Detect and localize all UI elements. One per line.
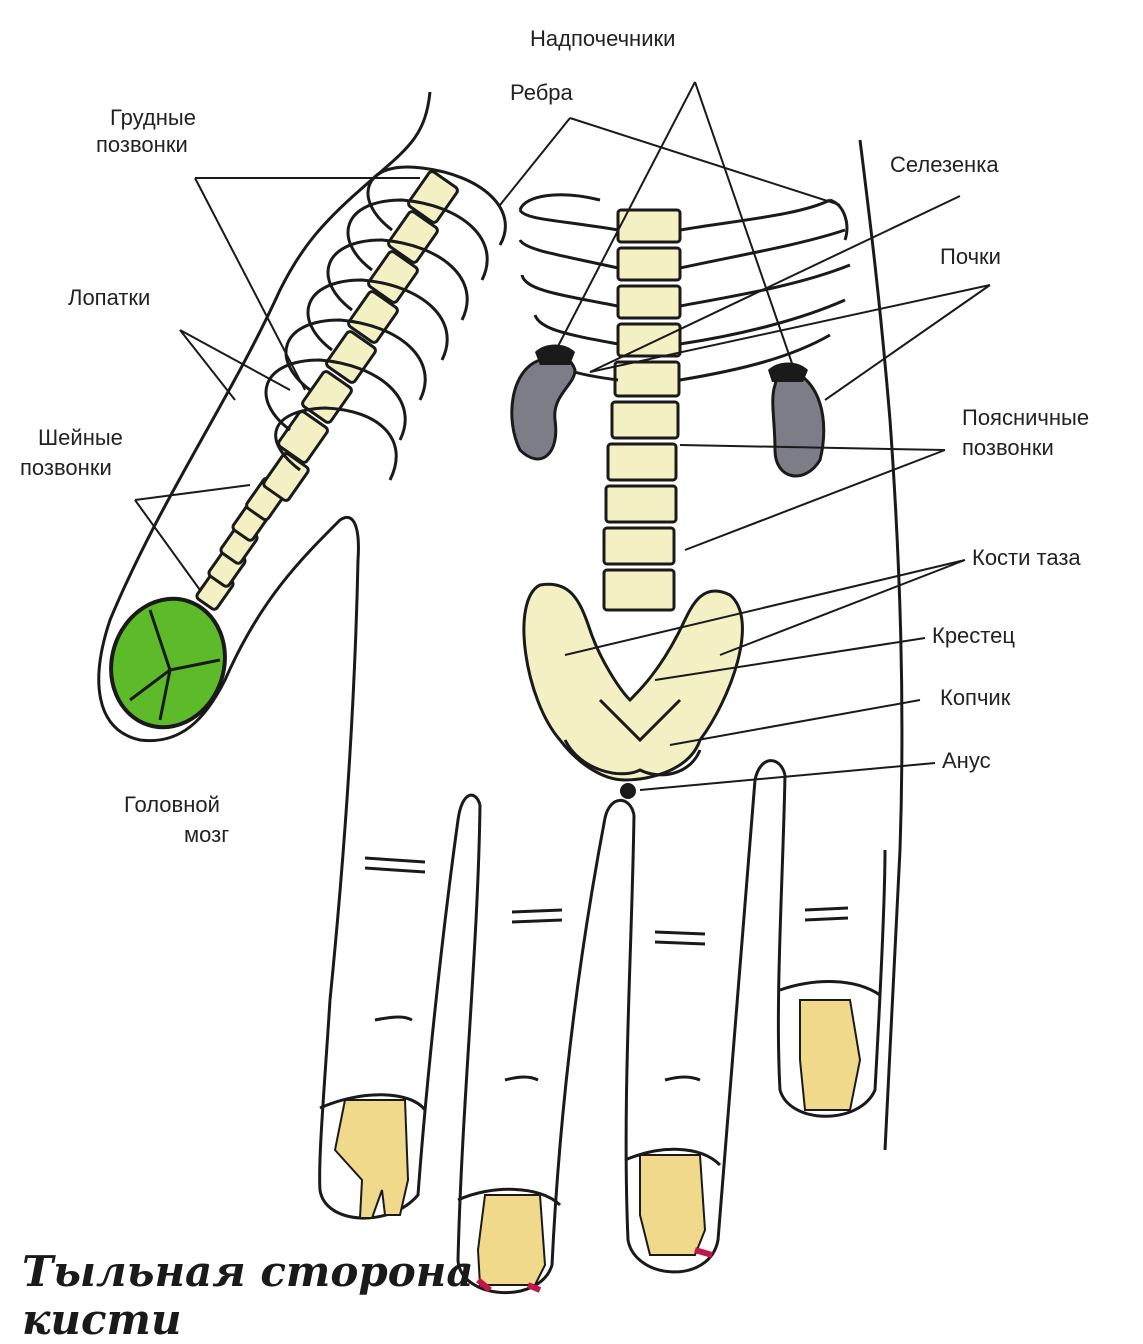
- label-cervical-1: Шейные: [38, 425, 123, 450]
- label-brain-2: мозг: [184, 822, 229, 847]
- label-thoracic-2: позвонки: [96, 132, 188, 157]
- label-kidneys: Почки: [940, 244, 1001, 269]
- label-pelvis: Кости таза: [972, 545, 1081, 570]
- label-spleen: Селезенка: [890, 152, 999, 177]
- label-cervical-2: позвонки: [20, 455, 112, 480]
- hand-outline: [99, 92, 902, 1293]
- palm-spine: [604, 210, 680, 610]
- label-lumbar-1: Поясничные: [962, 405, 1089, 430]
- label-brain-1: Головной: [124, 792, 220, 817]
- label-coccyx: Копчик: [940, 685, 1011, 710]
- thumb-spine: [195, 170, 459, 611]
- anus-dot: [620, 783, 636, 799]
- caption-line-1: Тыльная сторона: [22, 1248, 474, 1296]
- label-ribs: Ребра: [510, 80, 574, 105]
- label-thoracic-1: Грудные: [110, 105, 196, 130]
- caption-line-2: кисти: [22, 1296, 474, 1344]
- caption: Тыльная сторона кисти: [22, 1248, 474, 1344]
- label-sacrum: Крестец: [932, 623, 1015, 648]
- pelvis: [524, 584, 743, 780]
- label-adrenals: Надпочечники: [530, 26, 675, 51]
- label-anus: Анус: [942, 748, 991, 773]
- label-lumbar-2: позвонки: [962, 435, 1054, 460]
- label-scapulae: Лопатки: [68, 285, 150, 310]
